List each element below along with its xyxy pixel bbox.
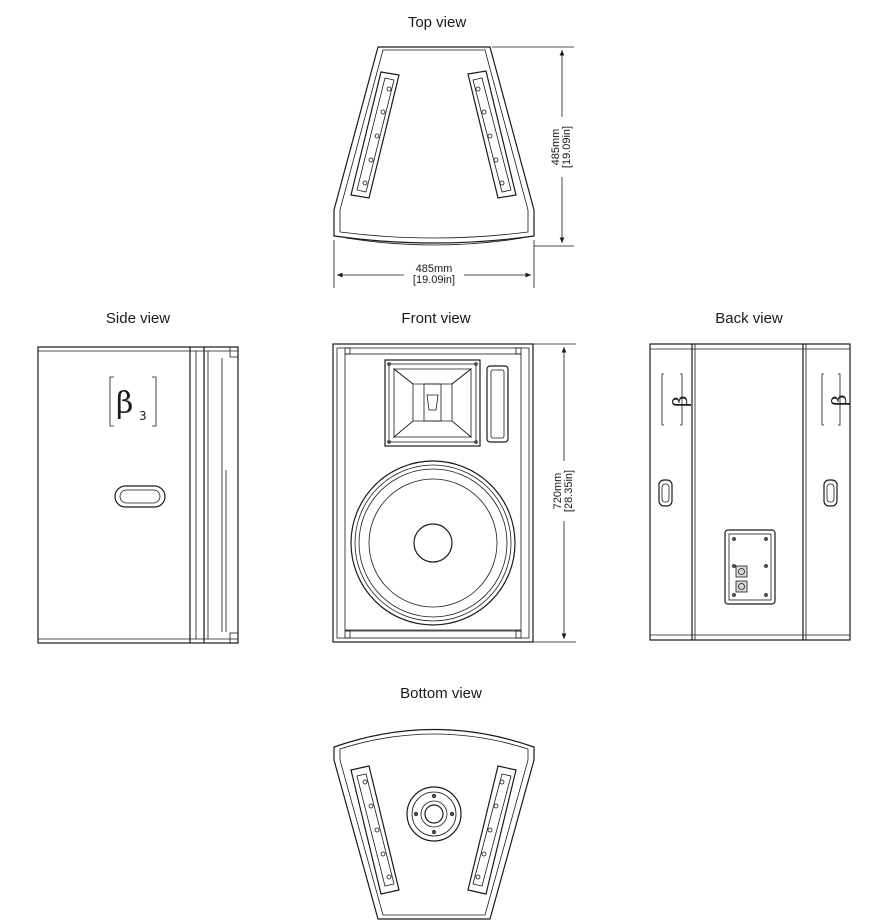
- side-view-drawing: β 3: [37, 346, 239, 644]
- top-depth-label: 485mm [19.09in]: [550, 117, 573, 177]
- svg-text:β: β: [827, 394, 851, 406]
- pole-mount: [406, 786, 462, 842]
- back-view-title: Back view: [715, 310, 783, 327]
- top-view-title: Top view: [407, 14, 467, 31]
- svg-text:β: β: [116, 386, 133, 421]
- back-logo-left: β: [661, 373, 692, 426]
- front-height-in: [28.35in]: [563, 469, 575, 513]
- bottom-right-handle: [467, 765, 517, 895]
- top-right-handle: [467, 70, 517, 199]
- woofer: [350, 460, 516, 626]
- svg-text:3: 3: [139, 409, 147, 423]
- top-left-handle: [350, 71, 400, 199]
- front-height-label: 720mm [28.35in]: [552, 461, 575, 521]
- top-width-mm: 485mm: [415, 263, 453, 275]
- side-view-title: Side view: [105, 310, 171, 327]
- bottom-view-drawing: [333, 728, 535, 920]
- back-handle-right: [823, 479, 838, 507]
- top-view-drawing: [333, 46, 574, 288]
- svg-text:β: β: [668, 395, 692, 407]
- bass-port: [486, 365, 509, 443]
- side-handle: [114, 485, 166, 508]
- back-logo-right: β: [821, 373, 851, 426]
- connector-panel: [724, 529, 776, 605]
- back-handle-left: [658, 479, 673, 507]
- beta3-logo: β 3: [109, 376, 157, 427]
- front-view-title: Front view: [401, 310, 471, 327]
- front-view-drawing: [332, 343, 576, 643]
- top-width-label: 485mm [19.09in]: [404, 264, 464, 286]
- horn-tweeter: [384, 359, 481, 447]
- bottom-left-handle: [350, 765, 400, 895]
- top-width-in: [19.09in]: [412, 274, 456, 286]
- top-depth-in: [19.09in]: [561, 125, 573, 169]
- bottom-view-title: Bottom view: [400, 685, 482, 702]
- back-view-drawing: β β: [649, 343, 851, 641]
